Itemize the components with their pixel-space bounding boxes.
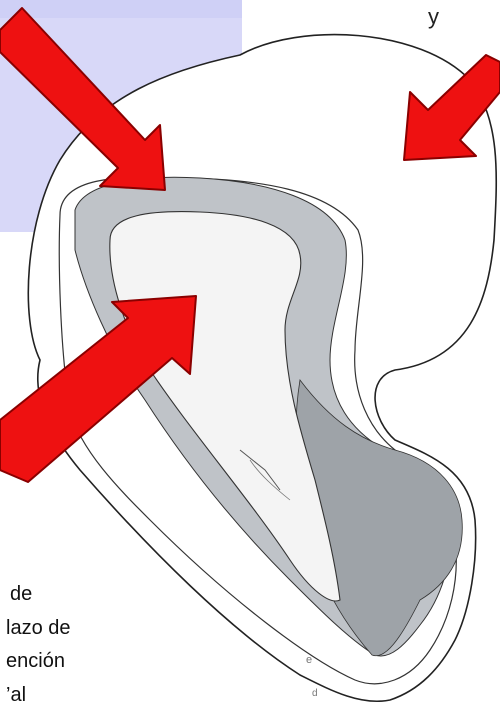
fragment-mid-right: e [306, 654, 312, 666]
caption-line-4: ’al [6, 685, 26, 705]
fragment-bottom-right: d [312, 688, 318, 699]
caption-line-1: de [10, 584, 32, 604]
fragment-top-right: y [428, 4, 439, 30]
highlight-box-notch [0, 0, 242, 18]
caption-line-2: lazo de [6, 618, 71, 638]
caption-line-3: ención [6, 651, 65, 671]
